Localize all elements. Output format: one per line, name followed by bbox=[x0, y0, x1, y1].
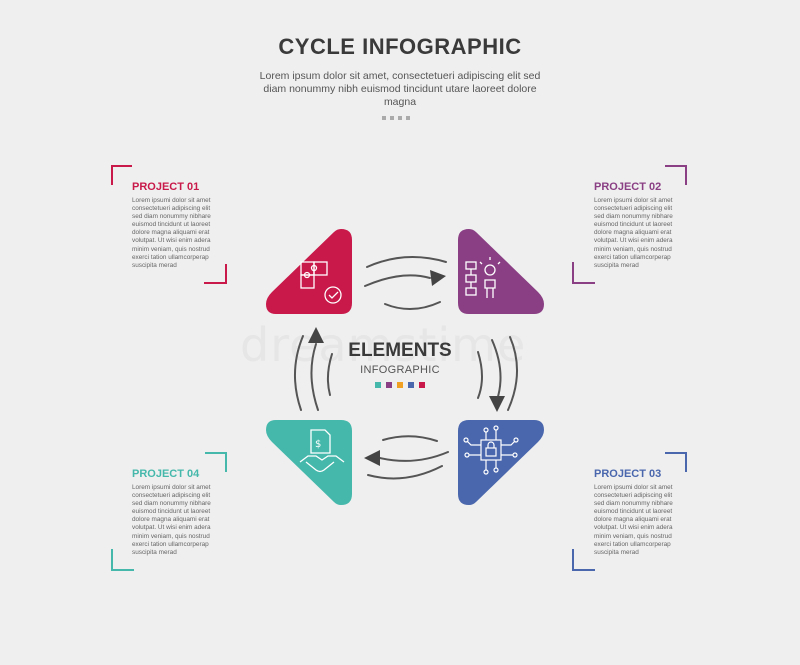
project-01-block: PROJECT 01 Lorem ipsumi dolor sit amet c… bbox=[132, 181, 282, 270]
project-04-heading: PROJECT 04 bbox=[132, 468, 200, 480]
arrowhead-left bbox=[308, 327, 324, 343]
project-02-body: Lorem ipsumi dolor sit amet consectetuer… bbox=[594, 197, 673, 269]
center-color-dots bbox=[330, 382, 470, 388]
project-03-body: Lorem ipsumi dolor sit amet consectetuer… bbox=[594, 484, 673, 556]
right-arc-inner bbox=[491, 339, 502, 401]
project4-bracket-bottom bbox=[111, 549, 134, 571]
project-02-heading: PROJECT 02 bbox=[594, 181, 662, 193]
title-divider-dots bbox=[382, 116, 410, 120]
left-arc-outer bbox=[293, 335, 304, 411]
project2-bracket-bottom bbox=[572, 262, 595, 284]
center-subtitle: INFOGRAPHIC bbox=[360, 364, 440, 376]
bottom-arc-upper bbox=[382, 435, 438, 442]
left-arc-inner bbox=[310, 343, 319, 411]
dot-purple bbox=[386, 382, 392, 388]
dot-red bbox=[419, 382, 425, 388]
circuit-lock-icon bbox=[463, 425, 519, 475]
center-title: ELEMENTS bbox=[348, 340, 452, 361]
bottom-arc-inner bbox=[379, 451, 449, 462]
puzzle-check-icon bbox=[300, 261, 342, 304]
arrowhead-top bbox=[430, 270, 446, 286]
project1-triangle bbox=[266, 229, 352, 314]
dot-blue bbox=[408, 382, 414, 388]
handshake-contract-icon: $ bbox=[299, 429, 345, 473]
project-02-block: PROJECT 02 Lorem ipsumi dolor sit amet c… bbox=[594, 181, 744, 270]
project-01-heading: PROJECT 01 bbox=[132, 181, 200, 193]
arrowhead-bottom bbox=[364, 450, 380, 466]
project1-bracket-bottom bbox=[204, 264, 227, 284]
watermark: dreamstime bbox=[240, 318, 527, 372]
project3-triangle bbox=[458, 420, 544, 505]
top-arc-lower bbox=[384, 301, 441, 310]
project-03-heading: PROJECT 03 bbox=[594, 468, 662, 480]
arrowhead-right bbox=[489, 396, 505, 412]
page-title: CYCLE INFOGRAPHIC bbox=[278, 34, 522, 59]
idea-flowchart-icon bbox=[465, 257, 501, 298]
top-arc-inner bbox=[364, 274, 431, 287]
page-subtitle: Lorem ipsum dolor sit amet, consectetuer… bbox=[259, 70, 541, 108]
right-arc-outer bbox=[507, 336, 519, 411]
svg-text:$: $ bbox=[315, 439, 321, 450]
project-04-body: Lorem ipsumi dolor sit amet consectetuer… bbox=[132, 484, 211, 556]
top-arc-outer bbox=[366, 256, 447, 268]
bottom-arc-outer bbox=[367, 465, 443, 480]
right-arc-left bbox=[477, 351, 483, 399]
project-04-block: PROJECT 04 Lorem ipsumi dolor sit amet c… bbox=[132, 468, 282, 557]
dot-orange bbox=[397, 382, 403, 388]
project2-bracket-top bbox=[665, 165, 687, 185]
project2-triangle bbox=[458, 229, 544, 314]
project3-bracket-bottom bbox=[572, 549, 595, 571]
project4-bracket-top bbox=[205, 452, 227, 472]
left-arc-right bbox=[326, 353, 333, 396]
project-01-body: Lorem ipsumi dolor sit amet consectetuer… bbox=[132, 197, 211, 269]
project1-bracket-top bbox=[111, 165, 132, 185]
dot-teal bbox=[375, 382, 381, 388]
center-label: ELEMENTS INFOGRAPHIC bbox=[330, 340, 470, 388]
project3-bracket-top bbox=[665, 452, 687, 472]
project-03-block: PROJECT 03 Lorem ipsumi dolor sit amet c… bbox=[594, 468, 744, 557]
